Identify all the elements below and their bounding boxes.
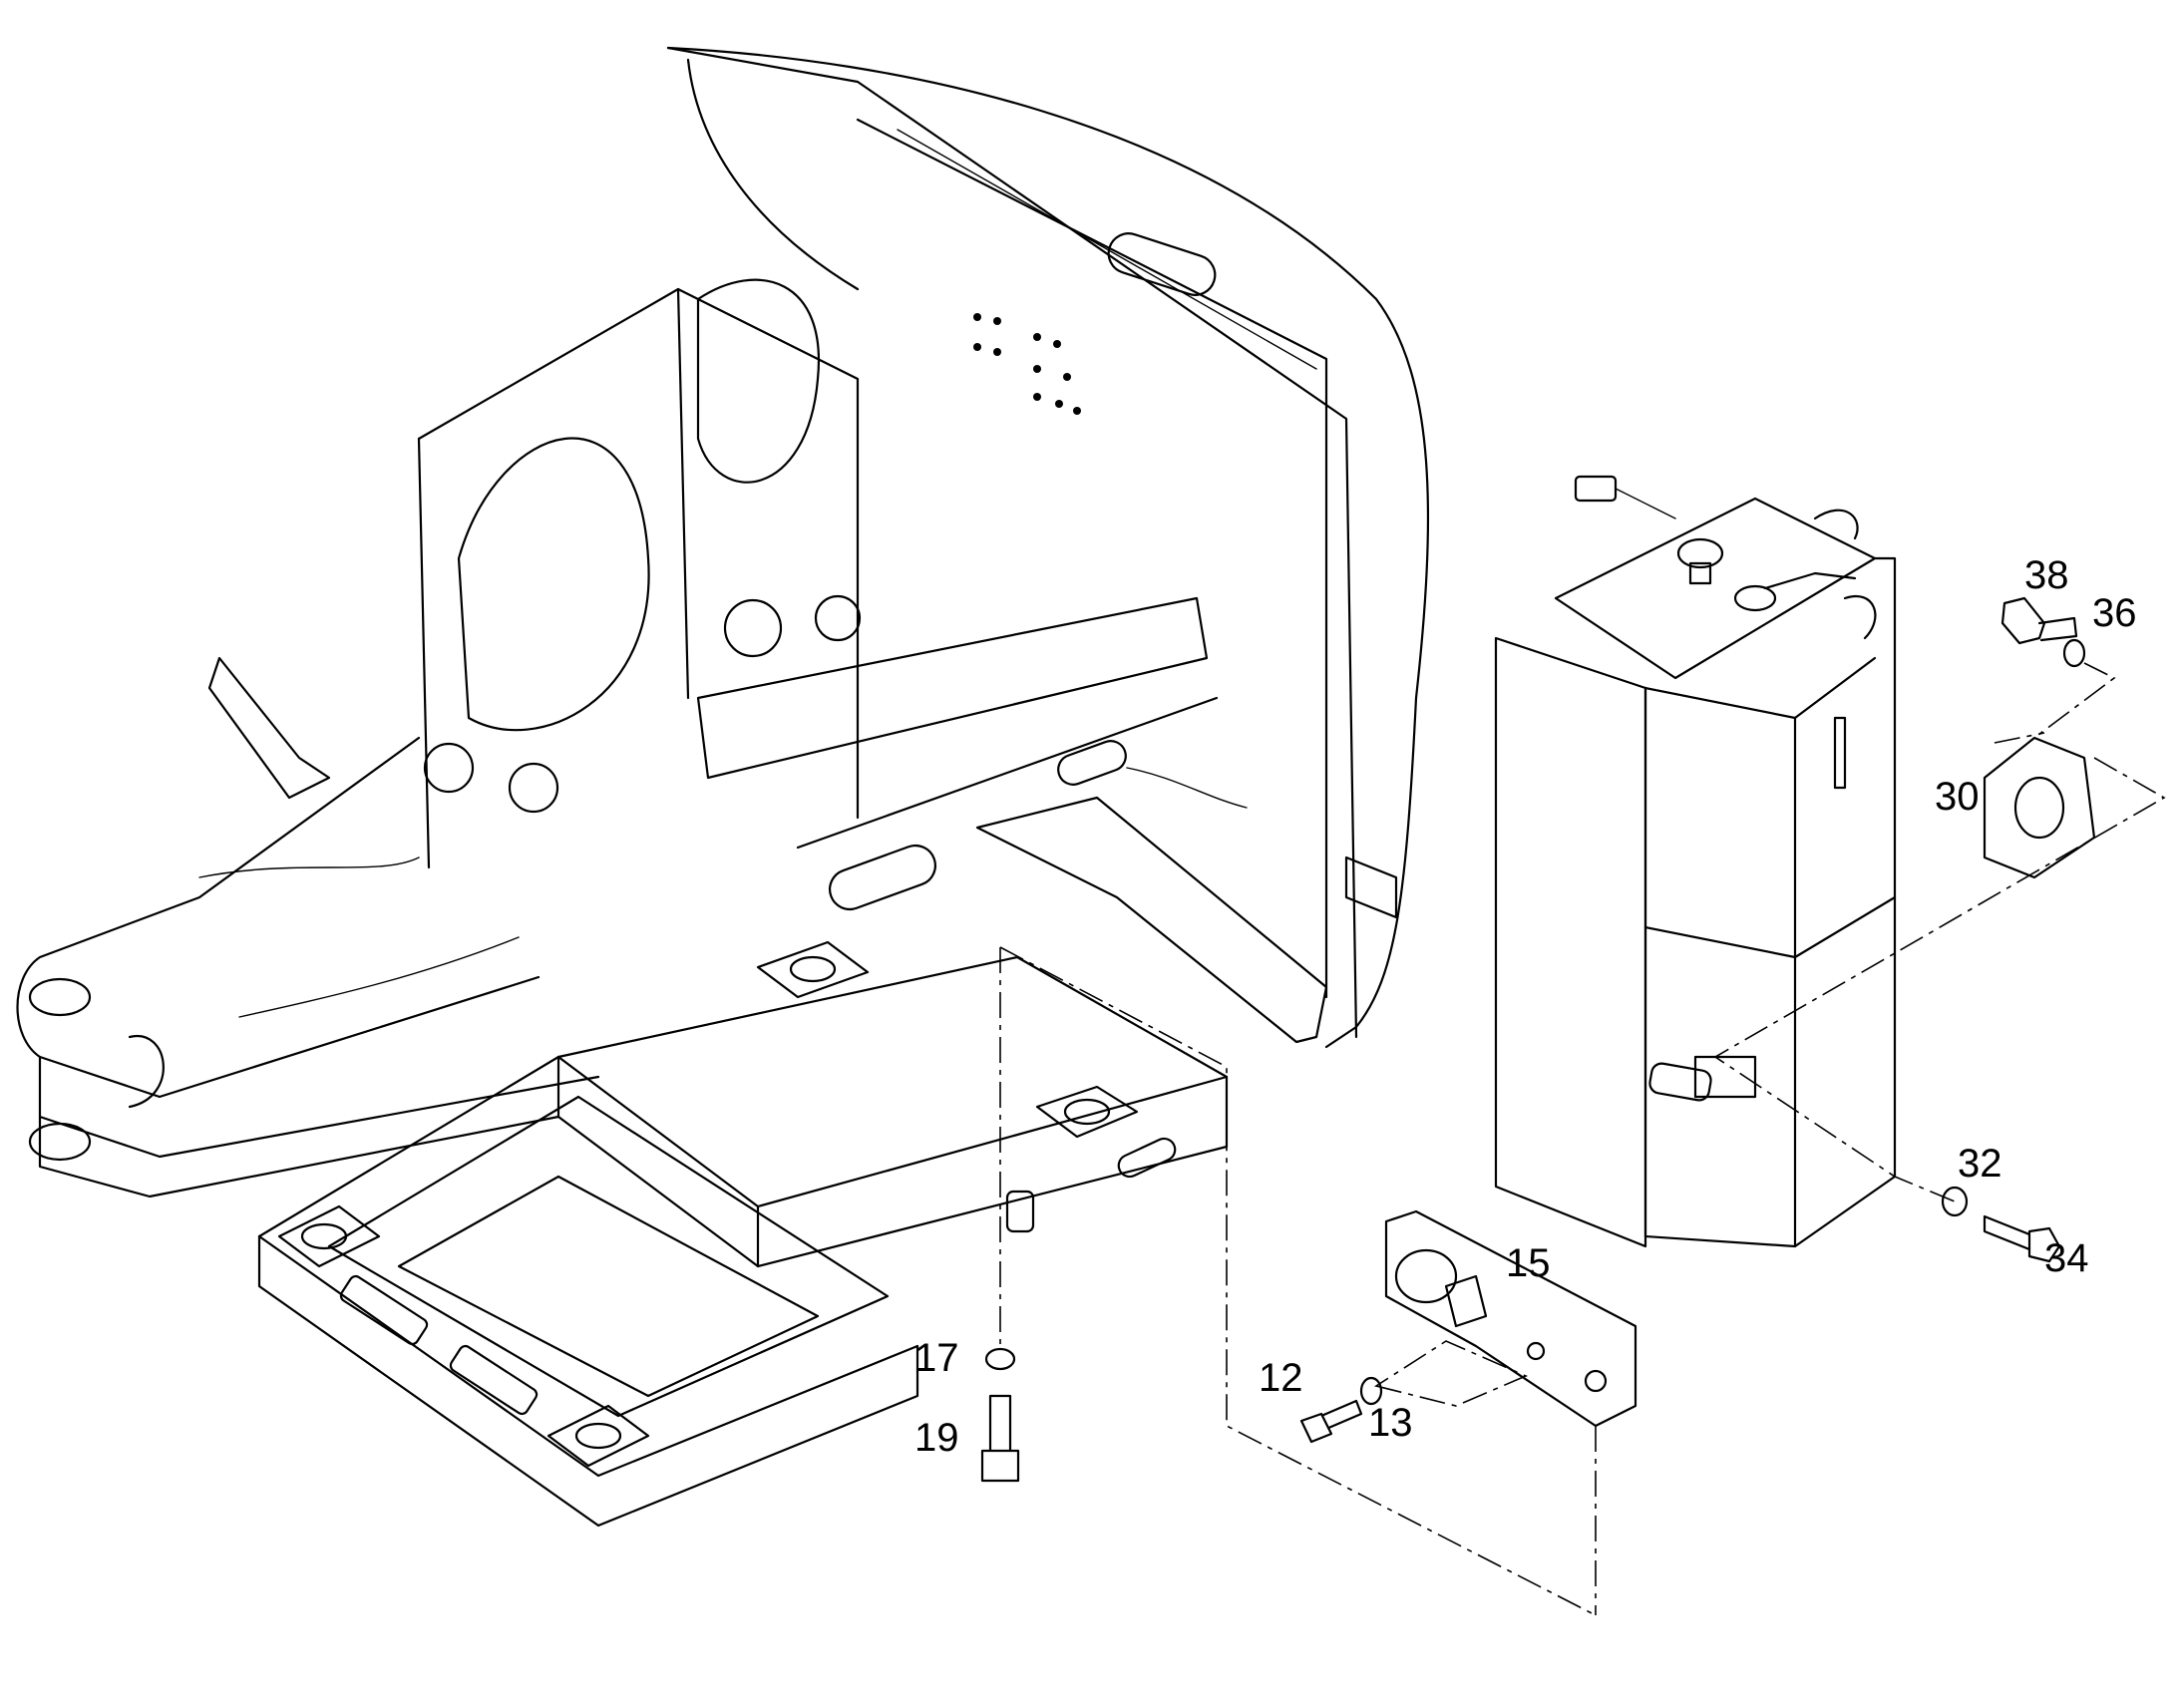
fastener-32-washer [1941,1186,1969,1217]
plate-part-30 [1983,736,2096,879]
fastener-13-washer [1359,1376,1383,1406]
callout-13: 13 [1368,1401,1413,1445]
hydraulic-tank [1494,475,1897,1248]
callout-17: 17 [914,1336,959,1380]
callout-19: 19 [914,1416,959,1460]
callout-36: 36 [2092,591,2137,635]
upper-frame-assembly [16,46,1430,1198]
bolt-hole-grid [973,313,1081,415]
bracket-part-15 [1384,1209,1637,1428]
fastener-17-washer [984,1347,1016,1371]
callout-labels: 38 36 30 32 34 15 12 13 17 19 [914,553,2137,1460]
assembly-guide-lines [999,662,2166,1616]
fastener-12-bolt [1299,1399,1363,1444]
base-frame [257,940,1229,1528]
callout-12: 12 [1259,1356,1303,1400]
fastener-38-bolt [2000,596,2078,645]
fastener-19-bolt [980,1394,1020,1483]
callout-32: 32 [1958,1142,2002,1186]
fastener-34-bolt [1983,1214,2061,1263]
callout-38: 38 [2024,553,2069,597]
callout-34: 34 [2044,1236,2089,1280]
callout-30: 30 [1935,775,1980,819]
callout-15: 15 [1506,1241,1551,1285]
fastener-36-washer [2062,638,2086,668]
